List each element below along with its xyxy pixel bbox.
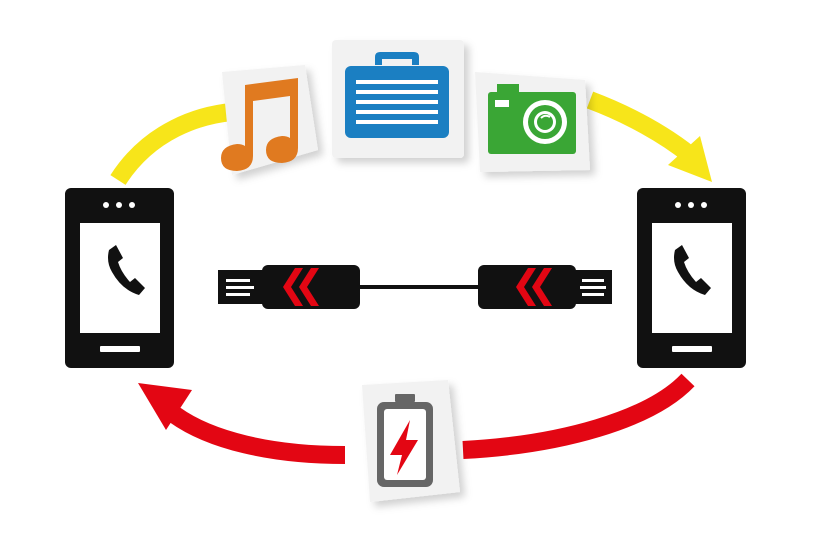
left-smartphone	[65, 188, 174, 368]
lightning-bolt-icon	[390, 420, 418, 475]
power-transfer-arrow	[138, 373, 695, 464]
arrowhead-right-icon	[668, 136, 712, 182]
chevron-icon	[516, 268, 536, 306]
home-button	[100, 346, 140, 352]
usb-connector-icon	[478, 265, 612, 309]
phone-handset-icon	[108, 245, 145, 295]
battery-charging-icon	[362, 380, 460, 502]
chevron-icon	[532, 268, 552, 306]
phone-handset-icon	[674, 245, 711, 295]
arrowhead-left-icon	[138, 383, 192, 430]
usb-cable	[218, 265, 612, 309]
home-button	[672, 346, 712, 352]
data-transfer-arrow	[110, 91, 712, 186]
usb-connector-icon	[218, 265, 360, 309]
camera-icon	[475, 72, 590, 172]
right-smartphone	[637, 188, 746, 368]
chevron-icon	[283, 268, 303, 306]
music-note-icon	[221, 65, 318, 175]
chevron-icon	[299, 268, 319, 306]
briefcase-icon	[332, 40, 464, 158]
